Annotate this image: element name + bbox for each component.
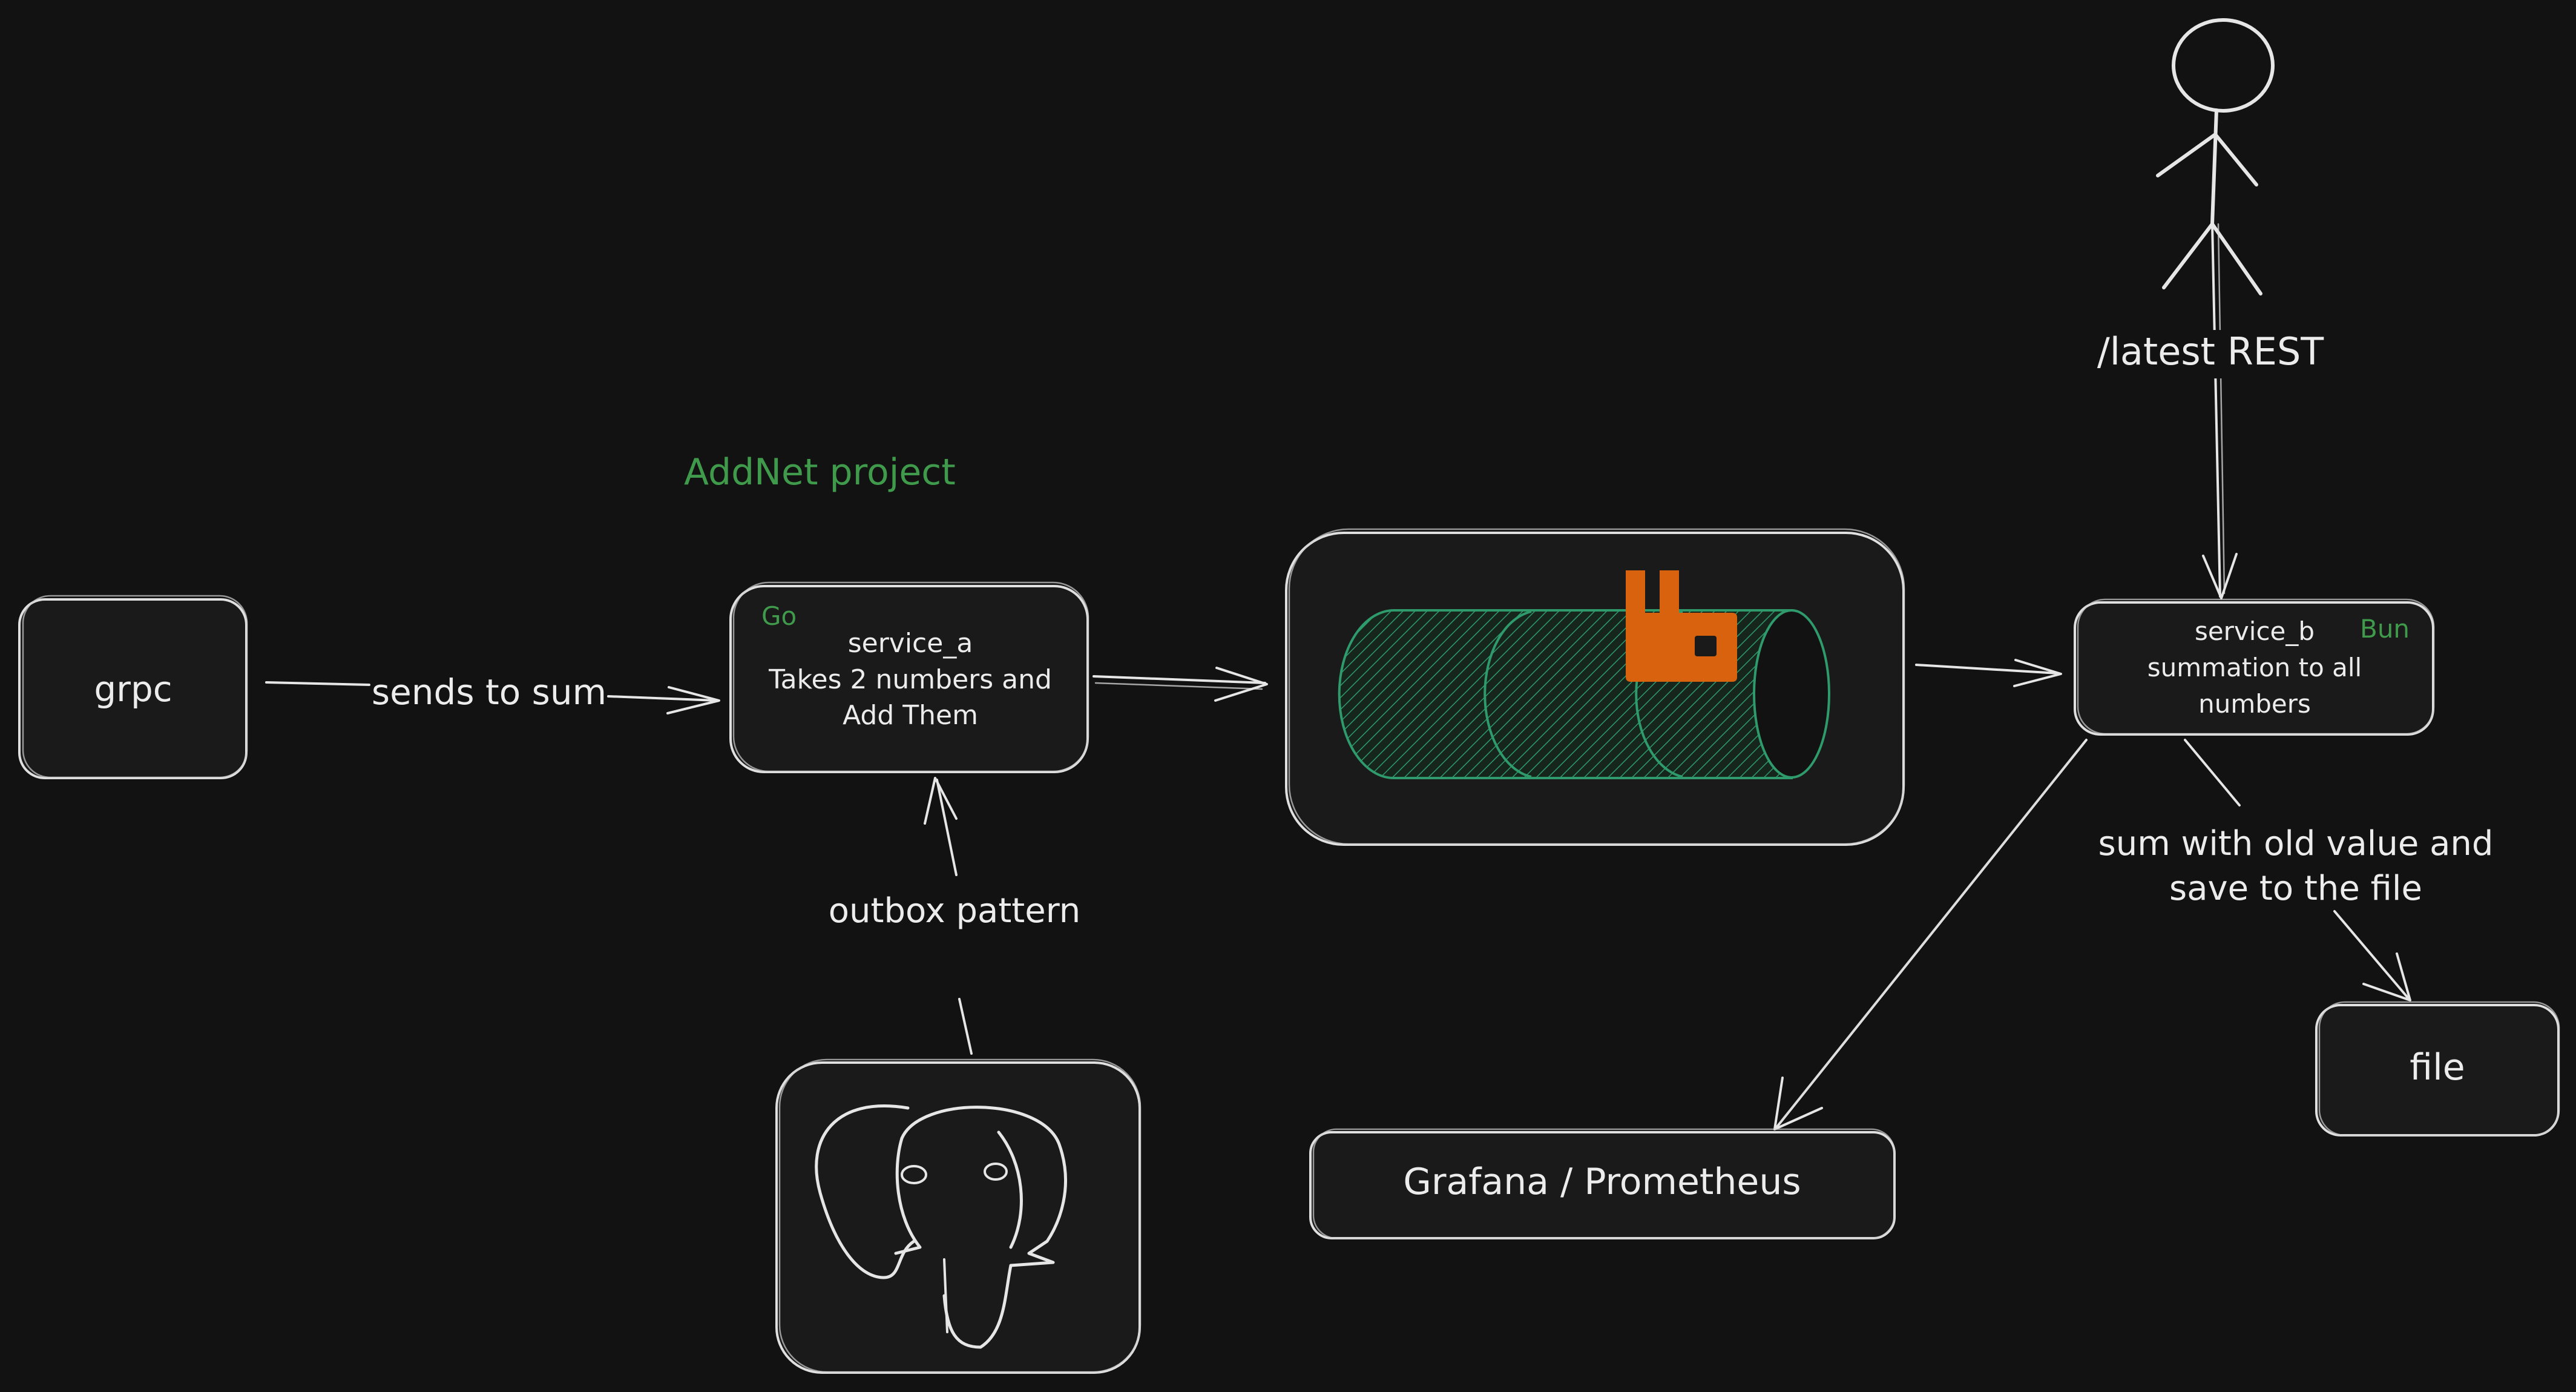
arrow-user-to-service-b: /latest REST — [2082, 223, 2336, 599]
service-b-tag: Bun — [2360, 614, 2410, 644]
service-a-tag: Go — [761, 601, 797, 631]
diagram-title: AddNet project — [684, 451, 956, 493]
service-b-name: service_b — [2195, 616, 2315, 646]
postgres-elephant-icon — [815, 1104, 1067, 1349]
service-a-name: service_a — [848, 628, 973, 659]
service-a-desc-line1: Takes 2 numbers and — [768, 664, 1052, 695]
rabbitmq-queue-icon — [1338, 570, 1830, 779]
service-b-node[interactable]: Bun service_b summation to all numbers — [2074, 598, 2435, 736]
sum-save-label-line1: sum with old value and — [2098, 824, 2494, 863]
sends-to-sum-label: sends to sum — [372, 671, 606, 713]
stick-figure-user-icon — [2156, 18, 2275, 295]
arrow-postgres-to-service-a: outbox pattern — [829, 777, 1081, 1055]
arrow-service-a-to-queue — [1092, 667, 1268, 702]
arrow-service-b-to-file: sum with old value and save to the file — [2098, 739, 2494, 1001]
grafana-prometheus-label: Grafana / Prometheus — [1403, 1161, 1801, 1203]
service-b-desc-line2: numbers — [2198, 689, 2311, 719]
sum-save-label-line2: save to the file — [2169, 869, 2422, 908]
message-queue-node[interactable] — [1285, 528, 1905, 846]
postgres-node[interactable] — [775, 1058, 1142, 1374]
latest-rest-label: /latest REST — [2097, 329, 2324, 374]
service-a-node[interactable]: Go service_a Takes 2 numbers and Add The… — [729, 581, 1089, 773]
service-b-desc-line1: summation to all — [2147, 653, 2362, 682]
outbox-pattern-label: outbox pattern — [829, 891, 1081, 931]
file-node[interactable]: file — [2315, 1001, 2560, 1136]
service-a-desc-line2: Add Them — [843, 700, 978, 731]
grpc-node[interactable]: grpc — [18, 595, 248, 779]
arrow-queue-to-service-b — [1915, 659, 2062, 687]
grpc-label: grpc — [94, 668, 172, 710]
file-label: file — [2410, 1046, 2465, 1089]
grafana-prometheus-node[interactable]: Grafana / Prometheus — [1309, 1128, 1896, 1239]
arrow-grpc-to-service-a: sends to sum — [265, 671, 720, 714]
